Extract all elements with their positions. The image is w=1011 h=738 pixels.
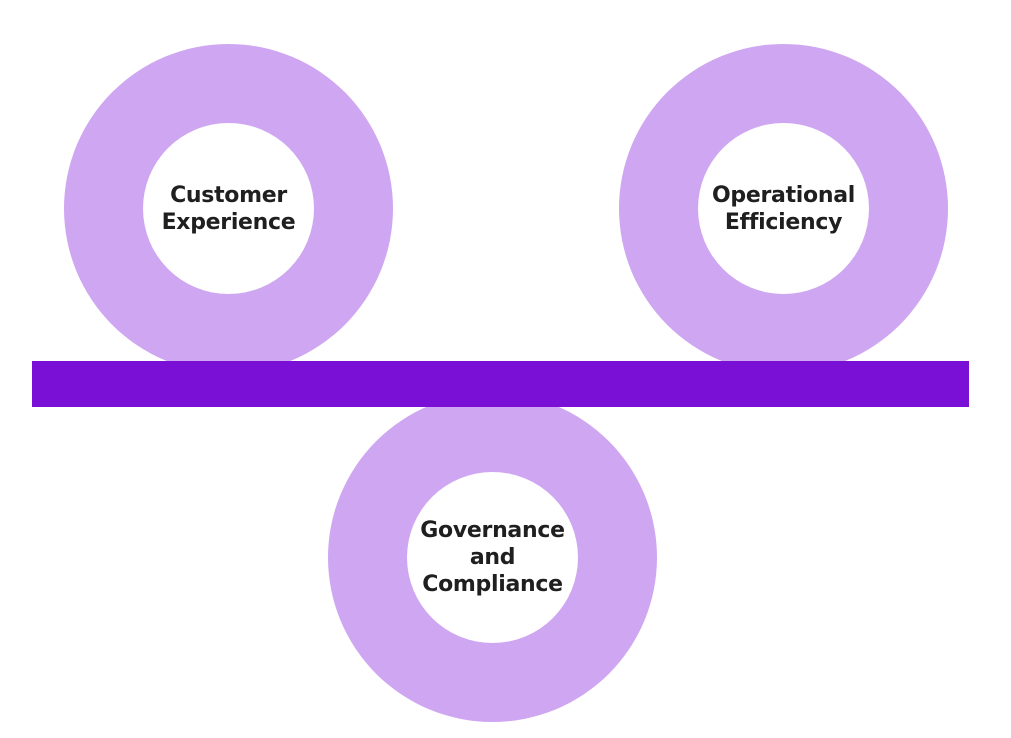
customer-experience-label: Customer Experience <box>161 182 296 235</box>
operational-efficiency-label: Operational Efficiency <box>712 182 855 235</box>
operational-efficiency-ring: Operational Efficiency <box>619 44 948 373</box>
governance-compliance-label: Governance and Compliance <box>420 518 565 597</box>
operational-efficiency-center: Operational Efficiency <box>698 123 869 294</box>
balance-bar <box>32 361 969 407</box>
governance-compliance-ring: Governance and Compliance <box>328 393 657 722</box>
governance-compliance-center: Governance and Compliance <box>407 472 578 643</box>
customer-experience-center: Customer Experience <box>143 123 314 294</box>
customer-experience-ring: Customer Experience <box>64 44 393 373</box>
